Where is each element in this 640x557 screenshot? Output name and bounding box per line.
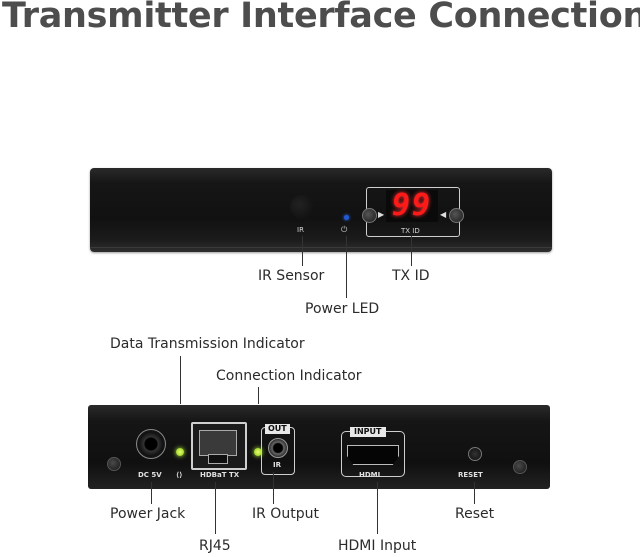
hdmi-label: HDMI: [359, 471, 381, 479]
callout-power-jack: Power Jack: [110, 506, 186, 522]
callout-data-transmission: Data Transmission Indicator: [110, 336, 305, 352]
ir-output-jack[interactable]: [268, 438, 288, 458]
tx-id-decrement-button[interactable]: [362, 208, 377, 223]
ir-output-leader: [273, 472, 274, 504]
callout-rj45: RJ45: [199, 538, 231, 554]
rj45-latch: [208, 454, 228, 464]
callout-power-led: Power LED: [305, 301, 380, 317]
power-led: [344, 215, 349, 220]
screw-icon: [513, 460, 527, 474]
rear-ir-label: IR: [273, 461, 281, 469]
reset-button[interactable]: [468, 447, 482, 461]
callout-connection-indicator: Connection Indicator: [216, 368, 362, 384]
callout-ir-output: IR Output: [252, 506, 319, 522]
data-transmission-leader: [180, 356, 181, 404]
tx-id-label: TX ID: [401, 227, 420, 235]
dc-label: DC 5V: [138, 471, 162, 479]
ir-sensor-icon: [290, 195, 314, 219]
transmitter-front-panel: IR ⏻ ▶ 99 ◀ TX ID: [90, 168, 552, 252]
data-transmission-led: [176, 448, 184, 456]
rj45-leader: [215, 482, 216, 534]
hdmi-input-leader: [377, 482, 378, 534]
link-icon: ⟨⟩: [176, 471, 183, 479]
rj45-socket: [199, 430, 237, 456]
hdmi-input-tag: INPUT: [350, 427, 386, 437]
hdmi-input-port[interactable]: [347, 445, 399, 465]
tx-id-leader: [411, 236, 412, 266]
rj45-port[interactable]: [191, 422, 247, 470]
front-ir-label: IR: [297, 226, 304, 234]
page-title: Transmitter Interface Connection: [2, 0, 640, 36]
tx-id-display: 99: [386, 190, 438, 222]
dc-power-jack[interactable]: [136, 429, 166, 459]
ir-out-tag: OUT: [265, 424, 290, 434]
power-led-leader: [346, 236, 347, 298]
tx-id-increment-button[interactable]: [449, 208, 464, 223]
screw-icon: [107, 457, 121, 471]
callout-ir-sensor: IR Sensor: [258, 268, 325, 284]
connection-indicator-leader: [258, 387, 259, 404]
transmitter-rear-panel: DC 5V ⟨⟩ HDBaT TX OUT IR INPUT HDMI RESE…: [88, 405, 550, 489]
power-jack-leader: [151, 482, 152, 504]
ir-sensor-leader: [302, 236, 303, 266]
hdbt-label: HDBaT TX: [200, 471, 240, 479]
callout-hdmi-input: HDMI Input: [338, 538, 417, 554]
callout-reset: Reset: [455, 506, 495, 522]
connection-led: [254, 448, 262, 456]
power-icon: ⏻: [341, 225, 348, 234]
reset-label: RESET: [458, 471, 483, 479]
chevron-left-icon: ◀: [440, 210, 447, 219]
chevron-right-icon: ▶: [378, 210, 385, 219]
reset-leader: [474, 482, 475, 504]
callout-tx-id: TX ID: [392, 268, 430, 284]
